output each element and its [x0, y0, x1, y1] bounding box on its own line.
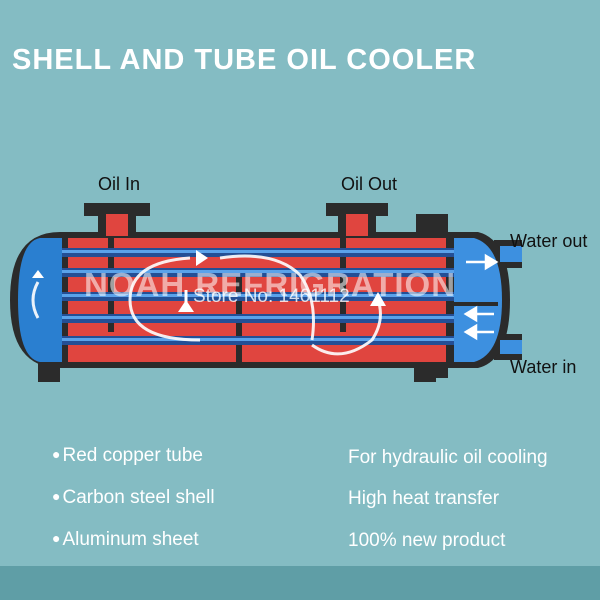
bullet-icon: ● — [52, 488, 61, 504]
feature-right-3: 100% new product — [348, 530, 506, 551]
feature-left-2: ●Carbon steel shell — [52, 487, 215, 509]
bottom-band — [0, 566, 600, 600]
watermark-brand: NOAH REFRIGRATION — [84, 266, 457, 303]
oil-out-label: Oil Out — [341, 174, 398, 194]
feature-right-1: For hydraulic oil cooling — [348, 447, 548, 468]
feature-left-1: ●Red copper tube — [52, 445, 203, 467]
feature-left-3: ●Aluminum sheet — [52, 529, 199, 551]
tube-highlights — [62, 250, 454, 341]
water-in-label: Water in — [510, 357, 577, 377]
page-title: SHELL AND TUBE OIL COOLER — [12, 44, 477, 76]
water-out-label: Water out — [510, 231, 588, 251]
oil-flow-arrows — [31, 254, 382, 356]
bullet-icon: ● — [52, 446, 61, 462]
feature-right-2: High heat transfer — [348, 488, 500, 509]
feature-text: Red copper tube — [62, 445, 203, 466]
water-flow-arrows — [463, 253, 499, 341]
bullet-icon: ● — [52, 530, 61, 546]
feature-text: Carbon steel shell — [62, 487, 215, 508]
feature-text: Aluminum sheet — [62, 529, 199, 550]
oil-in-label: Oil In — [98, 174, 141, 194]
watermark-store: Store No: 1461112 — [193, 286, 350, 307]
